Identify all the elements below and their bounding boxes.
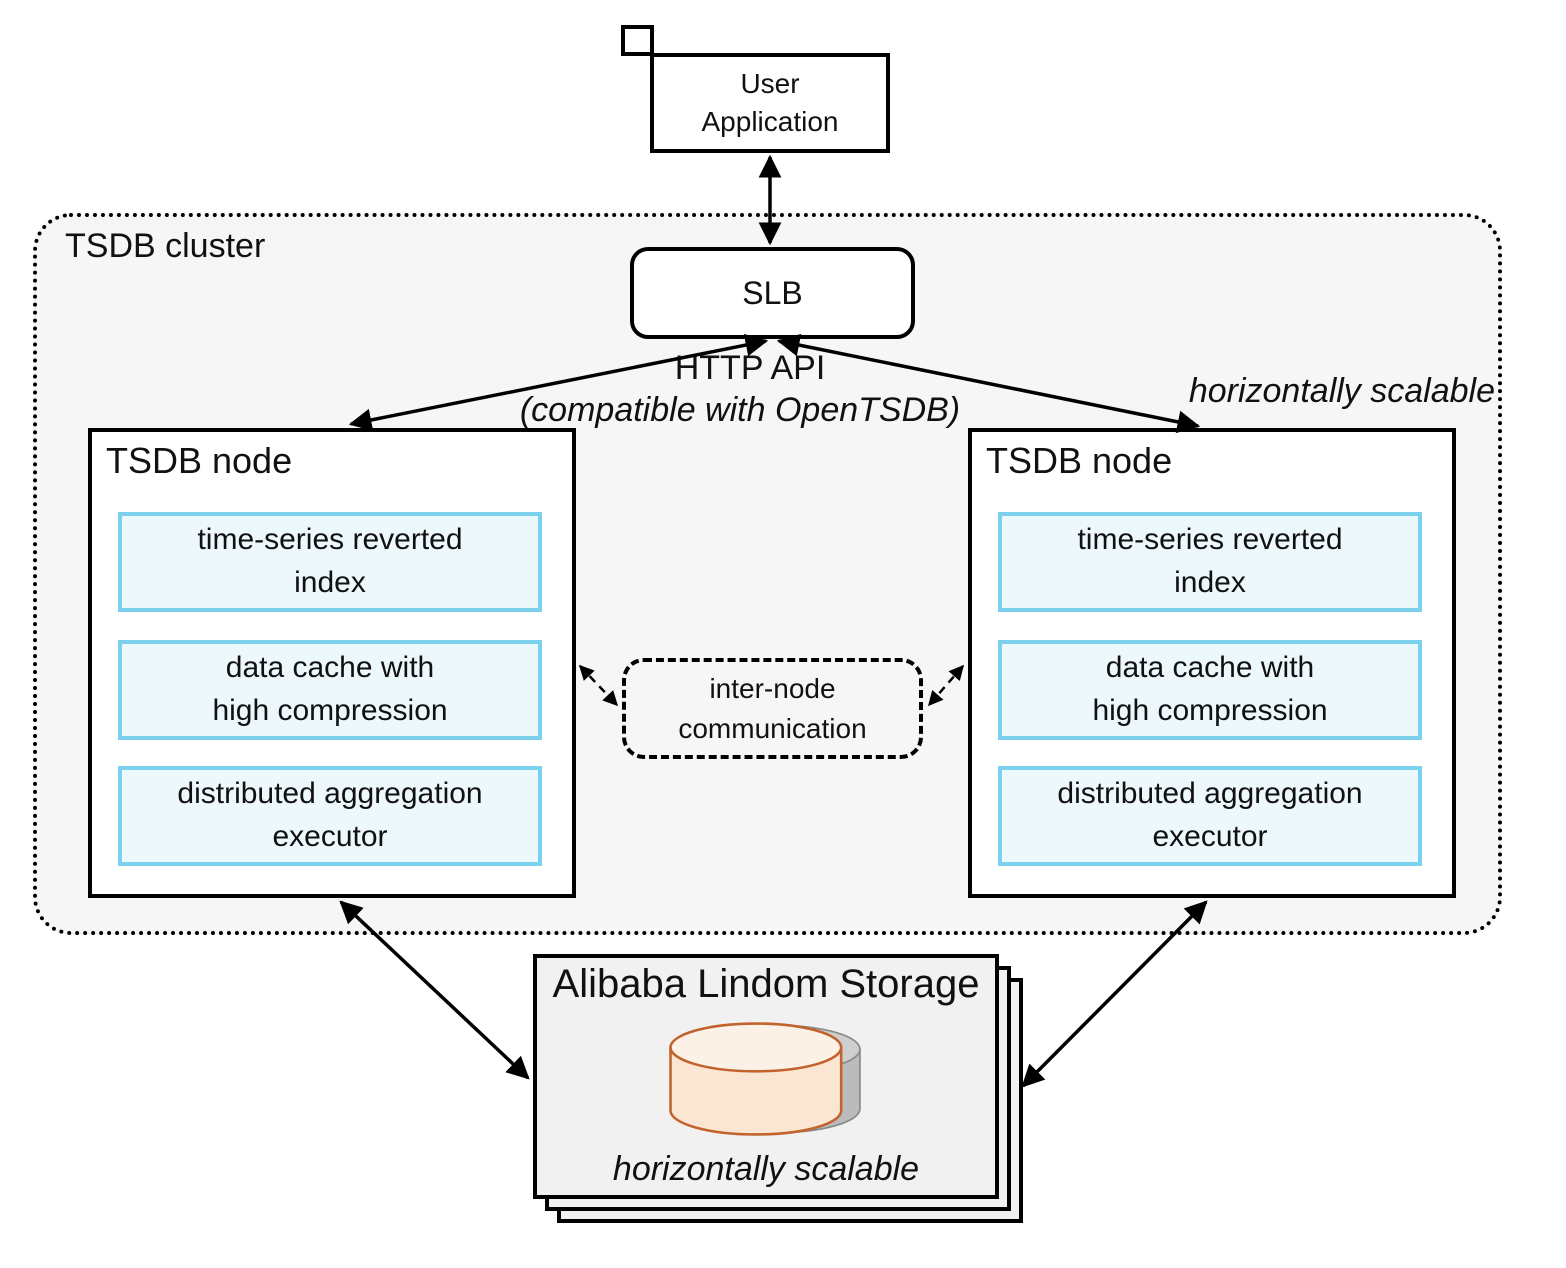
component-text: distributed aggregation [177,777,483,811]
component-aggregation-executor: distributed aggregation executor [998,766,1422,866]
database-cylinder-svg [668,1021,861,1136]
component-text: data cache with [225,651,435,685]
slb-box: SLB [630,247,915,339]
inter-node-communication-box: inter-node communication [622,658,923,759]
inter-node-label-line1: inter-node [709,673,836,705]
component-text: data cache with [1105,651,1315,685]
database-cylinder-icon [649,1007,884,1150]
component-data-cache: data cache with high compression [118,640,542,740]
user-application-label-line1: User [740,68,800,100]
slb-label: SLB [742,274,803,311]
component-aggregation-executor: distributed aggregation executor [118,766,542,866]
component-text: index [294,566,366,599]
component-text: time-series reverted [1077,523,1343,557]
component-text: high compression [1092,694,1328,727]
component-text: executor [1152,820,1268,853]
horizontally-scalable-note-storage: horizontally scalable [612,1150,920,1188]
alibaba-storage-box: Alibaba Lindom Storage horizontally scal… [533,954,999,1199]
component-text: distributed aggregation [1057,777,1363,811]
component-reverted-index: time-series reverted index [998,512,1422,612]
component-text: executor [272,820,388,853]
component-data-cache: data cache with high compression [998,640,1422,740]
component-text: index [1174,566,1246,599]
tsdb-node-right-label: TSDB node [986,440,1173,481]
storage-title: Alibaba Lindom Storage [552,962,980,1006]
component-text: time-series reverted [197,523,463,557]
user-application-label-line2: Application [701,106,839,137]
tsdb-node-left-label: TSDB node [106,440,293,481]
tsdb-node-right: TSDB node time-series reverted index dat… [968,428,1456,898]
http-api-note: (compatible with OpenTSDB) [519,391,961,429]
component-text: high compression [212,694,448,727]
user-application-box: User Application [650,53,890,153]
tsdb-cluster-label: TSDB cluster [65,227,266,265]
http-api-label: HTTP API [674,349,826,387]
inter-node-label-line2: communication [678,712,867,744]
horizontally-scalable-note-top: horizontally scalable [1188,372,1495,410]
tsdb-node-left: TSDB node time-series reverted index dat… [88,428,576,898]
user-application-tab-icon [621,25,654,56]
component-reverted-index: time-series reverted index [118,512,542,612]
